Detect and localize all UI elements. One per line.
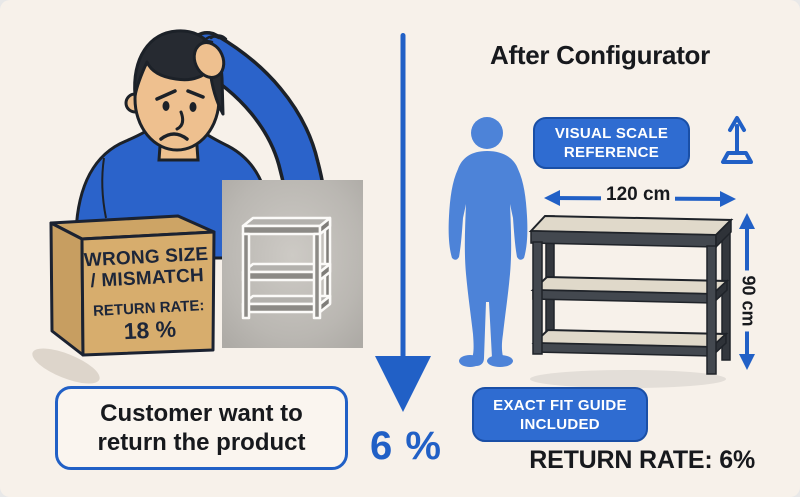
- cardboard-box: [32, 214, 216, 384]
- down-arrow: [375, 33, 431, 412]
- width-dimension-label: 120 cm: [601, 184, 676, 206]
- hand: [192, 34, 228, 79]
- caption-box: Customer want to return the product: [55, 386, 348, 470]
- box-label: WRONG SIZE / MISMATCH RETURN RATE: 18 %: [76, 243, 221, 344]
- caption-line1: Customer want to: [100, 400, 303, 427]
- visual-scale-badge-line1: VISUAL SCALE: [554, 125, 669, 142]
- console-shelf: [528, 214, 734, 388]
- exact-fit-badge-line2: INCLUDED: [520, 415, 600, 433]
- return-rate-after: RETURN RATE: 6%: [529, 446, 755, 474]
- page-title: After Configurator: [490, 40, 710, 70]
- visual-scale-badge: VISUAL SCALE REFERENCE: [533, 117, 690, 169]
- photo-shelf: [241, 216, 332, 320]
- height-dimension-label: 90 cm: [737, 270, 759, 332]
- exact-fit-badge-line1: EXACT FIT GUIDE: [493, 396, 627, 414]
- height-measure-icon: [721, 116, 753, 164]
- visual-scale-badge-line2: REFERENCE: [563, 144, 660, 161]
- product-photo: [222, 180, 363, 348]
- exact-fit-badge: EXACT FIT GUIDE INCLUDED: [472, 387, 648, 442]
- caption-line2: return the product: [97, 429, 306, 456]
- drop-value: 6 %: [370, 424, 442, 468]
- human-silhouette: [448, 117, 528, 367]
